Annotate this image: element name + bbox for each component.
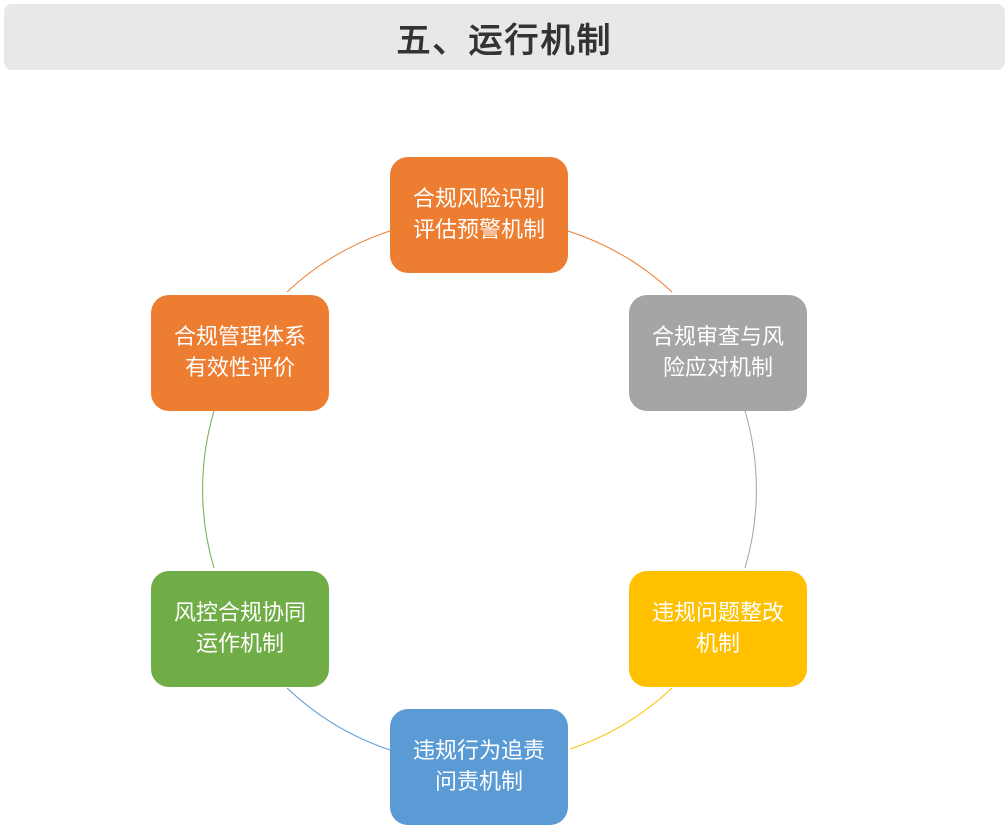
node-label: 合规管理体系 有效性评价 bbox=[173, 325, 306, 381]
node-label: 违规行为追责 问责机制 bbox=[412, 739, 545, 795]
connector-arc-5 bbox=[202, 410, 215, 569]
node-accountability: 违规行为追责 问责机制 bbox=[390, 709, 568, 825]
connector-arc-1 bbox=[567, 230, 673, 293]
node-label: 风控合规协同 运作机制 bbox=[173, 601, 306, 657]
node-label: 合规风险识别 评估预警机制 bbox=[412, 187, 545, 243]
node-risk-identification: 合规风险识别 评估预警机制 bbox=[390, 157, 568, 273]
node-effectiveness-evaluation: 合规管理体系 有效性评价 bbox=[151, 295, 329, 411]
node-compliance-review: 合规审查与风 险应对机制 bbox=[629, 295, 807, 411]
connector-arc-6 bbox=[286, 230, 391, 293]
connector-arc-3 bbox=[569, 687, 673, 750]
title-bar: 五、运行机制 bbox=[4, 4, 1005, 70]
node-label: 违规问题整改 机制 bbox=[651, 601, 784, 657]
node-violation-rectification: 违规问题整改 机制 bbox=[629, 571, 807, 687]
node-risk-compliance-synergy: 风控合规协同 运作机制 bbox=[151, 571, 329, 687]
page-title: 五、运行机制 bbox=[396, 20, 613, 61]
node-label: 合规审查与风 险应对机制 bbox=[651, 325, 784, 381]
connector-arc-2 bbox=[744, 410, 757, 569]
connector-arc-4 bbox=[286, 687, 391, 751]
